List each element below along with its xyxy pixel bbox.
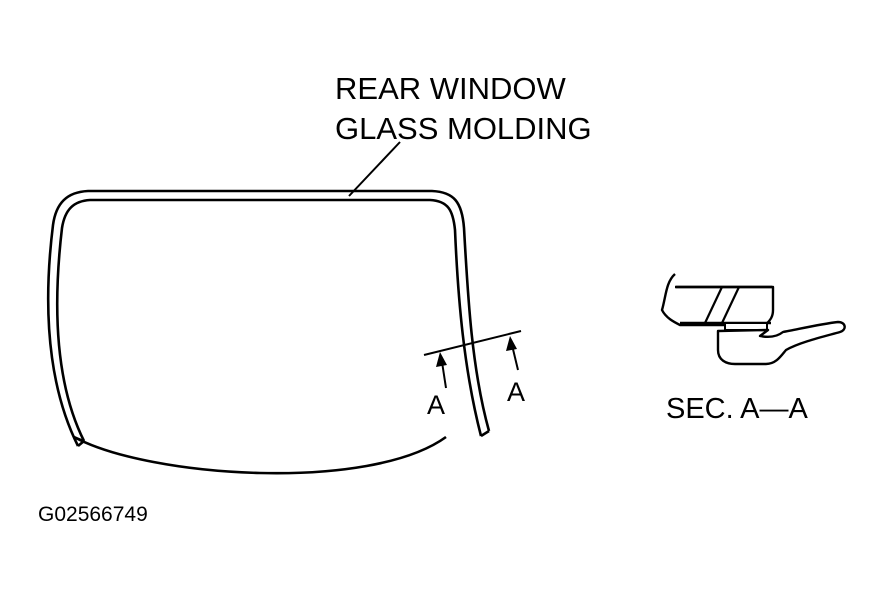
bottom-corner-right (446, 436, 481, 437)
section-molding-profile (716, 320, 846, 366)
section-arrow-left-head (436, 352, 447, 367)
molding-end-right (480, 429, 490, 438)
window-glass-inner (55, 198, 483, 442)
bottom-corner-left (73, 435, 85, 443)
section-hatch-2 (721, 286, 740, 324)
callout-label-line2: GLASS MOLDING (335, 111, 592, 146)
section-hatch-1 (704, 286, 723, 324)
section-mark-right: A (507, 377, 525, 407)
window-glass-bottom (73, 435, 447, 475)
section-view-drawing (660, 273, 846, 366)
callout-label-line1: REAR WINDOW (335, 71, 567, 106)
section-arrow-left-shaft (441, 361, 447, 389)
section-mark-left: A (427, 390, 445, 420)
figure-id: G02566749 (38, 503, 148, 526)
callout-leader-line (348, 141, 401, 197)
window-glass-outer (46, 189, 491, 447)
section-view-label: SEC. A—A (666, 393, 808, 425)
section-arrow-right-head (506, 336, 517, 351)
section-cut-line (423, 330, 522, 356)
section-glass-panel (660, 273, 775, 327)
